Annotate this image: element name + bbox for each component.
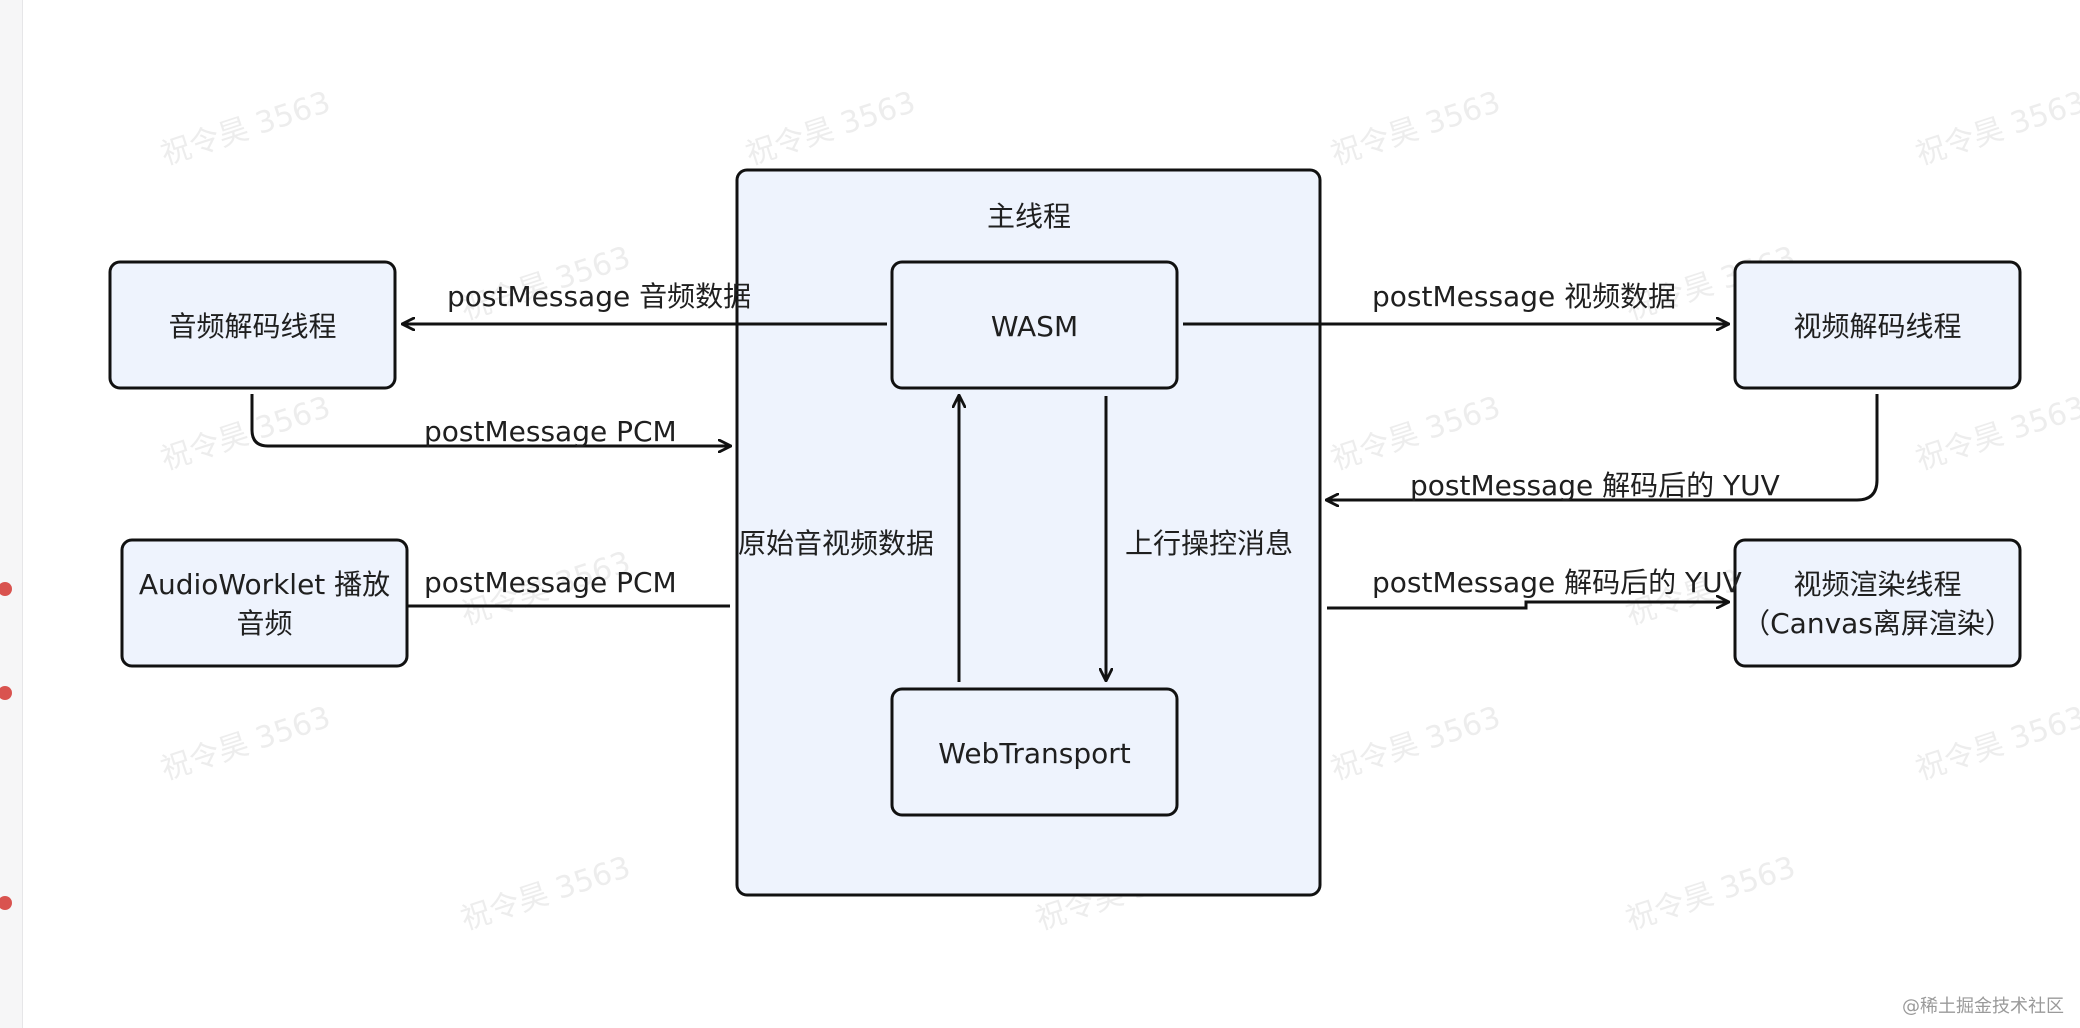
- video-render-box: [1733, 538, 2022, 668]
- edge-yuv-to-render-arrow: [1327, 602, 1728, 610]
- watermark: 祝令昊 3563: [1912, 700, 2080, 788]
- node-video-decode: 视频解码线程: [1733, 260, 2022, 390]
- node-audio-worklet: AudioWorklet 播放 音频: [120, 538, 409, 668]
- watermark: 祝令昊 3563: [1327, 85, 1505, 173]
- footer-watermark: @稀土掘金技术社区: [1902, 996, 2064, 1017]
- node-video-render: 视频渲染线程 （Canvas离屏渲染）: [1733, 538, 2022, 668]
- wasm-label: WASM: [991, 310, 1078, 343]
- audio-decode-box: [108, 260, 397, 390]
- audio-worklet-box: [120, 538, 409, 668]
- comment-marker-dot[interactable]: [0, 686, 12, 700]
- node-wasm: WASM: [890, 260, 1179, 390]
- edge-pcm-to-worklet-label: postMessage PCM: [424, 566, 677, 599]
- watermark: 祝令昊 3563: [1327, 700, 1505, 788]
- video-render-label-line2: （Canvas离屏渲染）: [1742, 607, 2013, 640]
- video-decode-label: 视频解码线程: [1793, 310, 1961, 343]
- edge-video-data-label: postMessage 视频数据: [1372, 280, 1676, 313]
- edge-yuv-from-decoder-arrow: [1327, 394, 1879, 500]
- watermark: 祝令昊 3563: [157, 85, 335, 173]
- edge-pcm-from-decoder-arrow: [250, 394, 730, 446]
- watermark: 祝令昊 3563: [1622, 850, 1800, 938]
- audio-worklet-label-line2: 音频: [236, 607, 292, 640]
- video-decode-box: [1733, 260, 2022, 390]
- webtransport-label: WebTransport: [938, 737, 1130, 770]
- comment-marker-dot[interactable]: [0, 582, 12, 596]
- edge-audio-data-label: postMessage 音频数据: [447, 280, 751, 313]
- edge-pcm-from-decoder-label: postMessage PCM: [424, 415, 677, 448]
- left-gutter: [0, 0, 23, 1028]
- wasm-box: [890, 260, 1179, 390]
- edges: [250, 324, 1879, 682]
- edge-upstream-control-label: 上行操控消息: [1125, 527, 1293, 560]
- webtransport-box: [890, 687, 1179, 817]
- watermark: 祝令昊 3563: [1327, 390, 1505, 478]
- audio-worklet-label-line1: AudioWorklet 播放: [139, 568, 390, 601]
- edge-yuv-to-render-label: postMessage 解码后的 YUV: [1372, 566, 1742, 599]
- edge-labels: postMessage 音频数据 postMessage PCM postMes…: [424, 280, 1780, 599]
- watermark: 祝令昊 3563: [157, 390, 335, 478]
- edge-raw-av-data-label: 原始音视频数据: [738, 527, 934, 560]
- edge-yuv-from-decoder-label: postMessage 解码后的 YUV: [1410, 469, 1780, 502]
- watermark: 祝令昊 3563: [1912, 85, 2080, 173]
- comment-marker-dot[interactable]: [0, 896, 12, 910]
- node-audio-decode: 音频解码线程: [108, 260, 397, 390]
- watermark: 祝令昊 3563: [1912, 390, 2080, 478]
- watermark: 祝令昊 3563: [157, 700, 335, 788]
- audio-decode-label: 音频解码线程: [168, 310, 336, 343]
- watermark: 祝令昊 3563: [457, 850, 635, 938]
- main-thread-title: 主线程: [987, 200, 1071, 233]
- watermark: 祝令昊 3563: [742, 85, 920, 173]
- node-webtransport: WebTransport: [890, 687, 1179, 817]
- video-render-label-line1: 视频渲染线程: [1793, 568, 1961, 601]
